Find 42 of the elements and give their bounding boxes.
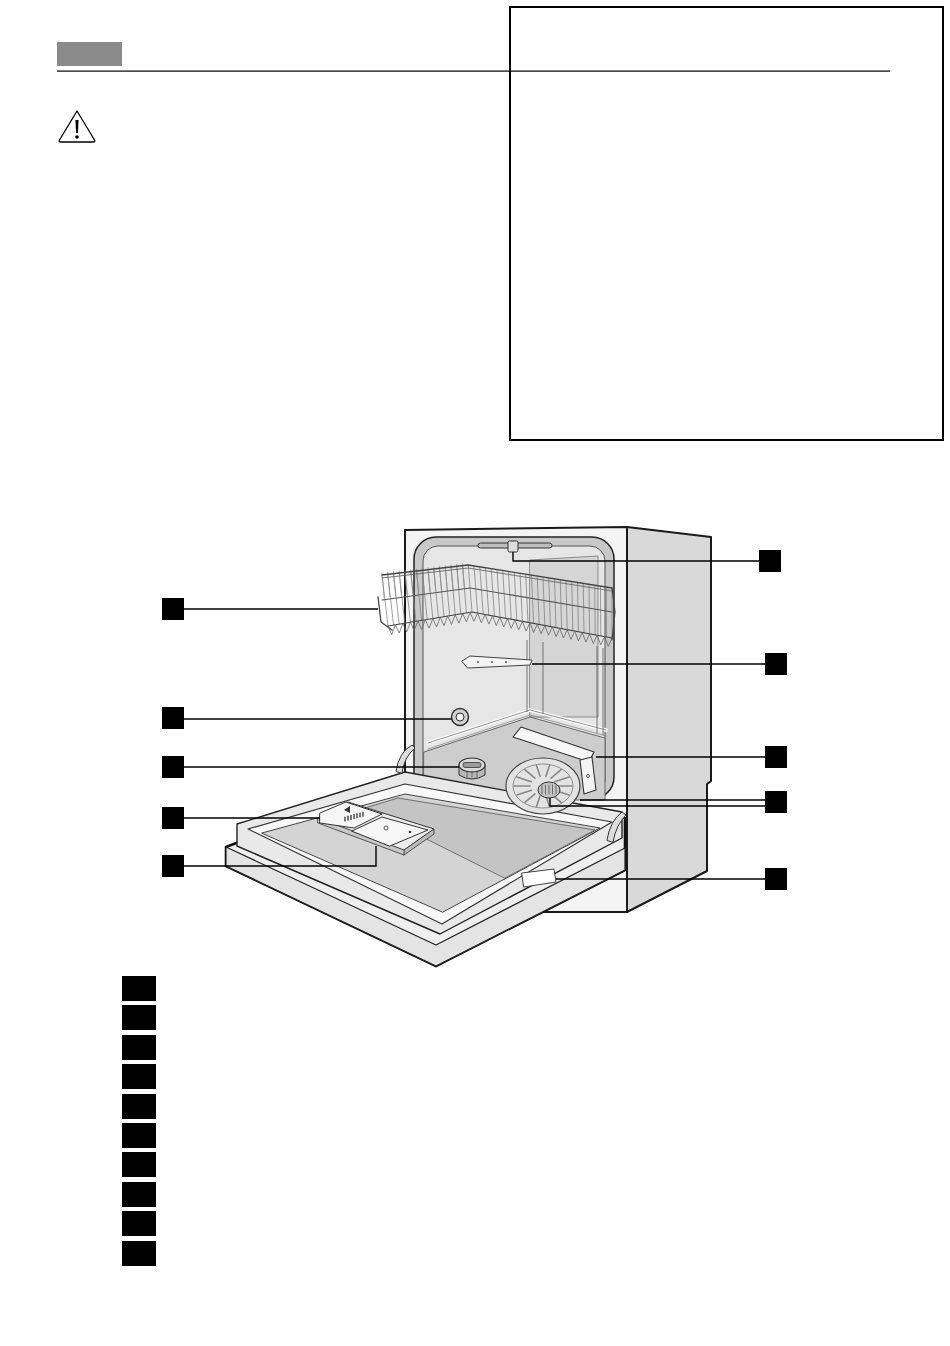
- key-marker: [122, 1064, 156, 1089]
- callout-marker: [162, 598, 184, 620]
- leader-line: [183, 766, 460, 768]
- adjuster-dial: [450, 707, 470, 727]
- coarse-filter: [537, 781, 561, 799]
- dish-basket: [377, 563, 616, 647]
- key-marker: [122, 1152, 156, 1177]
- leader-line: [549, 797, 766, 807]
- key-marker: [122, 1123, 156, 1148]
- leader-line: [183, 608, 379, 610]
- callout-marker: [765, 868, 787, 890]
- leader-line: [595, 756, 766, 758]
- key-marker: [122, 1035, 156, 1060]
- key-marker: [122, 1094, 156, 1119]
- key-marker: [122, 976, 156, 1001]
- rating-plate: [521, 868, 557, 888]
- callout-marker: [162, 707, 184, 729]
- salt-container-cap: [458, 757, 486, 780]
- key-marker: [122, 1182, 156, 1207]
- filter-plate: [505, 757, 581, 815]
- callout-marker: [765, 653, 787, 675]
- leader-line: [183, 718, 453, 720]
- rinse-aid-dispenser-lid: [351, 816, 429, 847]
- callout-marker: [765, 746, 787, 768]
- key-marker: [122, 1211, 156, 1236]
- callout-marker: [162, 855, 184, 877]
- leader-line: [555, 878, 766, 880]
- leader-line: [579, 799, 766, 801]
- leader-line: [183, 845, 377, 867]
- detergent-dispenser-lid: [319, 801, 383, 829]
- key-marker: [122, 1005, 156, 1030]
- leader-line: [512, 551, 760, 562]
- key-marker: [122, 1241, 156, 1266]
- upper-spray-arm: [461, 655, 533, 669]
- callout-marker: [162, 807, 184, 829]
- empty-frame: [509, 6, 944, 441]
- lower-spray-arm: [512, 726, 597, 795]
- top-spray-arm: [477, 540, 553, 553]
- callout-marker: [162, 756, 184, 778]
- callout-marker: [765, 791, 787, 813]
- leader-line: [531, 663, 766, 665]
- callout-marker: [759, 550, 781, 572]
